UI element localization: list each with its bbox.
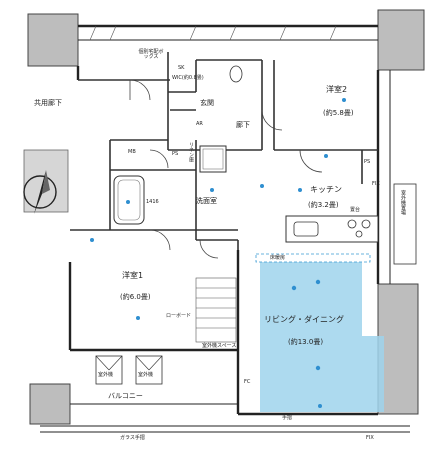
common-corridor-label: 共用廊下 (34, 99, 62, 107)
bath-size-label: 1416 (146, 199, 159, 205)
column-bottom-left (29, 383, 71, 425)
ps-label-1: PS (172, 151, 179, 157)
hallway-label: 廊下 (236, 121, 250, 129)
glass-railing-label: ガラス手摺 (120, 435, 145, 441)
kitchen-name: キッチン (310, 185, 342, 194)
column-top-right (377, 9, 425, 71)
air-space-label: 室外機スペース (202, 343, 237, 349)
stand-label: 置台 (350, 207, 361, 213)
column-bottom-right (377, 283, 419, 415)
balcony-label: バルコニー (108, 392, 143, 400)
floor-heating-area (260, 262, 362, 336)
column-top-left (27, 13, 79, 67)
floor-heating-label: 床暖房 (270, 255, 286, 261)
washroom-label: 洗面室 (196, 197, 217, 205)
shoe-box-label: SK (178, 65, 185, 71)
outdoor-storage-label: 室外機置場 (400, 190, 406, 215)
wic-label: WIC(約0.8畳) (172, 75, 204, 81)
ps-label-2: PS (364, 159, 371, 165)
fc-label: FC (244, 379, 251, 385)
interior-walls (70, 52, 378, 250)
kitchen-size: (約3.2畳) (308, 201, 339, 209)
ar-label: AR (196, 121, 203, 127)
outdoor-unit-1-label: 室外機 (98, 372, 114, 378)
linen-label: リネン庫 (188, 142, 194, 162)
bathtub (113, 175, 145, 225)
north-arrow-icon (23, 170, 57, 214)
living-size: (約13.0畳) (288, 338, 324, 346)
outer-walls (40, 24, 410, 433)
western-2-size: (約5.8畳) (323, 109, 354, 117)
stair-hatch (195, 277, 237, 343)
doors (129, 79, 323, 259)
western-1-name: 洋室1 (122, 271, 144, 280)
wash-basin (199, 145, 227, 173)
outdoor-unit-2-label: 室外機 (138, 372, 154, 378)
fix-label-top: FIX (372, 181, 380, 187)
outlet-symbols (90, 98, 346, 408)
kitchen-counter (285, 215, 379, 243)
delivery-box-label: 個別宅配ボックス (138, 49, 164, 60)
stove (347, 219, 371, 238)
toilet (229, 65, 243, 83)
western-1-size: (約6.0畳) (120, 293, 151, 301)
living-name: リビング・ダイニング (264, 315, 344, 324)
handrail-label: 手摺 (282, 415, 293, 421)
floor-heating-area-2 (260, 336, 384, 412)
top-wall-hatch (89, 25, 337, 41)
western-2-name: 洋室2 (326, 85, 348, 94)
outdoor-storage (393, 183, 417, 265)
sink (293, 221, 319, 237)
fix-label-bottom: FIX (366, 435, 374, 441)
low-shelf-label: ローボード (166, 313, 192, 319)
mb-label: MB (128, 149, 136, 155)
entrance-label: 玄関 (200, 99, 214, 107)
